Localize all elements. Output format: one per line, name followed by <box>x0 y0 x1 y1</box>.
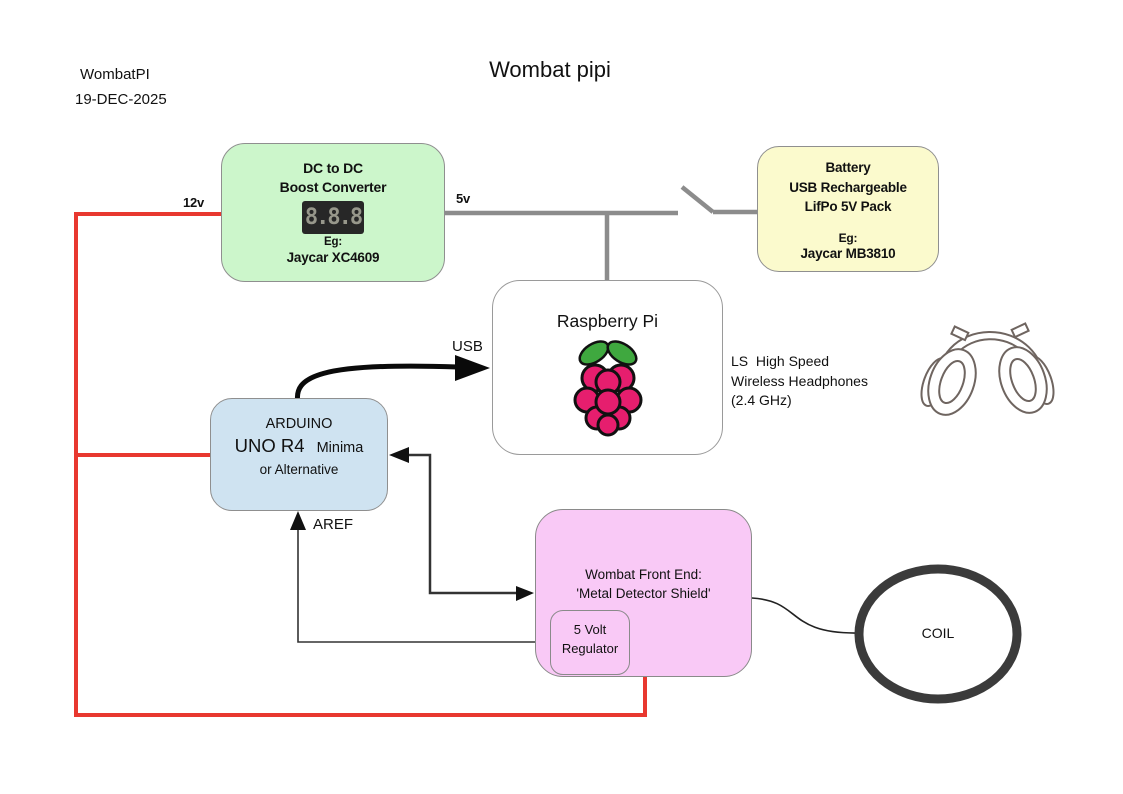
connector-arrowhead-left <box>389 447 409 463</box>
regulator-line1: 5 Volt <box>573 622 607 637</box>
label-usb: USB <box>452 338 483 355</box>
arduino-line1: ARDUINO <box>265 416 333 432</box>
boost-title-line1: DC to DC <box>303 160 363 176</box>
headphones-caption-line2: Wireless Headphones <box>731 372 868 389</box>
front-end-box: Wombat Front End: 'Metal Detector Shield… <box>535 509 752 677</box>
arduino-model: UNO R4 <box>234 435 305 456</box>
voltage-regulator-box: 5 Volt Regulator <box>550 610 630 675</box>
aref-wire <box>297 528 549 643</box>
coil-label: COIL <box>921 625 955 641</box>
usb-arrow <box>294 363 459 404</box>
connector-arrowhead-right <box>516 586 534 601</box>
raspberry-pi-logo <box>573 340 642 437</box>
headphones-icon <box>920 322 1055 416</box>
battery-line3: LifPo 5V Pack <box>804 199 892 214</box>
battery-example-part: Jaycar MB3810 <box>800 245 896 261</box>
arduino-box: ARDUINO UNO R4 Minima or Alternative <box>210 398 388 511</box>
regulator-line2: Regulator <box>561 641 619 656</box>
boost-converter-box: DC to DC Boost Converter 8.8.8 Eg: Jayca… <box>221 143 445 282</box>
usb-arrowhead <box>455 355 490 381</box>
boost-title-line2: Boost Converter <box>279 179 387 195</box>
headphones-caption: LS High Speed Wireless Headphones (2.4 G… <box>731 352 868 411</box>
arduino-variant: Minima <box>316 440 364 456</box>
battery-line1: Battery <box>825 160 871 175</box>
coil-wire <box>751 597 859 634</box>
arduino-line3: or Alternative <box>259 462 339 477</box>
front-end-line1: Wombat Front End: <box>585 567 702 582</box>
boost-eg-label: Eg: <box>324 236 342 248</box>
front-end-text: Wombat Front End: 'Metal Detector Shield… <box>536 565 751 603</box>
front-end-line2: 'Metal Detector Shield' <box>576 586 711 601</box>
label-12v: 12v <box>183 195 205 210</box>
project-name: WombatPI <box>80 66 150 83</box>
project-date: 19-DEC-2025 <box>75 91 167 108</box>
page-title: Wombat pipi <box>489 57 611 82</box>
seven-segment-display: 8.8.8 <box>302 201 364 234</box>
raspberry-pi-box: Raspberry Pi <box>492 280 723 455</box>
raspberry-pi-title: Raspberry Pi <box>556 311 659 331</box>
battery-box: Battery USB Rechargeable LifPo 5V Pack E… <box>757 146 939 272</box>
headphones-caption-line3: (2.4 GHz) <box>731 392 792 408</box>
label-5v: 5v <box>456 191 471 206</box>
headphones-caption-line1: LS High Speed <box>731 353 830 369</box>
battery-eg-label: Eg: <box>838 230 858 245</box>
arduino-frontend-connector <box>407 453 518 595</box>
coil-shape <box>854 564 1022 704</box>
arduino-line2: UNO R4 Minima <box>211 434 387 460</box>
boost-example-part: Jaycar XC4609 <box>286 250 380 265</box>
battery-line2: USB Rechargeable <box>789 179 907 195</box>
label-aref: AREF <box>313 516 354 533</box>
wire-12v-red <box>74 212 647 717</box>
aref-arrowhead <box>290 511 306 530</box>
switch-lever <box>680 185 715 214</box>
